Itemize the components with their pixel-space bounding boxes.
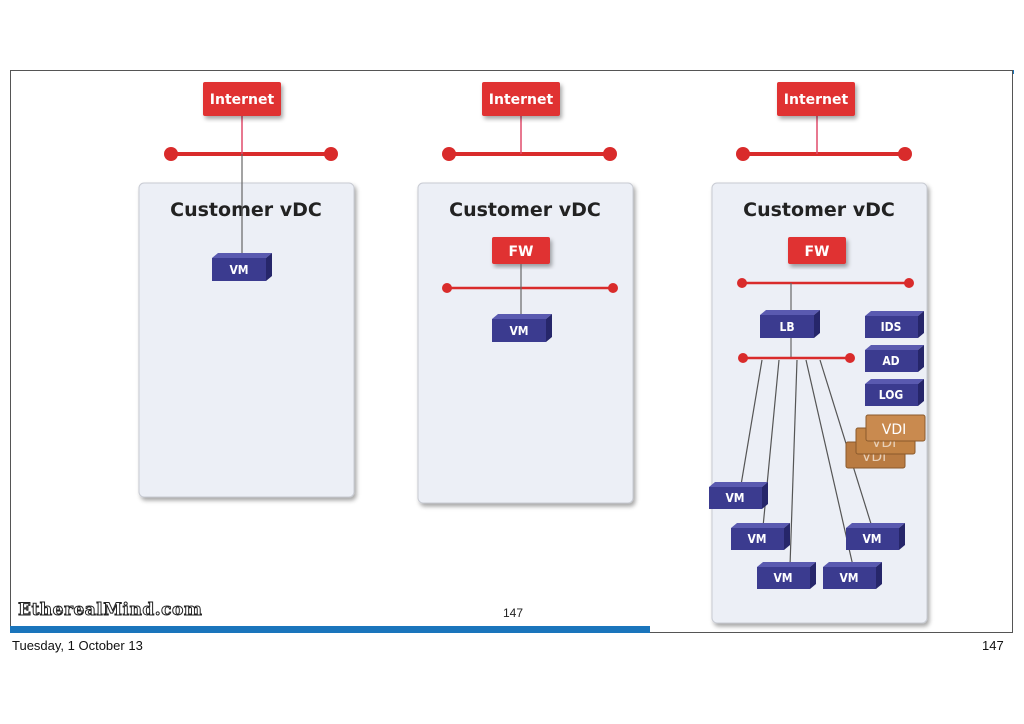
segment-endpoint [442, 283, 452, 293]
segment-endpoint [164, 147, 178, 161]
fw-box [788, 237, 846, 264]
log-label: LOG [879, 388, 904, 402]
vm-label: VM [509, 324, 528, 338]
segment-endpoint [442, 147, 456, 161]
panel-3: Customer vDC Internet FW LB [709, 82, 928, 624]
vm-node: VM [823, 562, 882, 589]
vdc-container [417, 182, 634, 504]
segment-endpoint [608, 283, 618, 293]
segment-endpoint [738, 353, 748, 363]
bottom-accent-bar [10, 626, 650, 633]
vm-label: VM [747, 532, 766, 546]
ids-label: IDS [881, 320, 902, 334]
vm-label: VM [862, 532, 881, 546]
fw-label: FW [508, 244, 533, 260]
internet-box [777, 82, 855, 116]
internet-box [203, 82, 281, 116]
vdc-container [138, 182, 355, 498]
vm-node: VM [846, 523, 905, 550]
ad-label: AD [882, 354, 899, 368]
fw-label: FW [804, 244, 829, 260]
vdc-title: Customer vDC [449, 199, 601, 221]
vm-node: VM [731, 523, 790, 550]
ethereal-mind-logo: EtherealMind.com [17, 600, 203, 621]
vdi-label: VDI [882, 422, 907, 438]
lb-label: LB [779, 320, 794, 334]
internet-label: Internet [489, 92, 554, 108]
segment-endpoint [603, 147, 617, 161]
fw-box [492, 237, 550, 264]
segment-endpoint [904, 278, 914, 288]
internet-box [482, 82, 560, 116]
internet-label: Internet [784, 92, 849, 108]
vm-node: VM [212, 253, 272, 281]
segment-endpoint [898, 147, 912, 161]
print-date: Tuesday, 1 October 13 [12, 638, 143, 653]
segment-endpoint [324, 147, 338, 161]
vm-label: VM [229, 263, 248, 277]
page-number: 147 [982, 638, 1004, 653]
segment-endpoint [845, 353, 855, 363]
vdi-node-front: VDI [865, 414, 926, 442]
vm-node: VM [492, 314, 552, 342]
vdc-title: Customer vDC [170, 199, 322, 221]
panel-1: Customer vDC Internet VM [138, 82, 355, 498]
vdc-container [711, 182, 928, 624]
log-node: LOG [865, 379, 924, 406]
ad-node: AD [865, 345, 924, 372]
slide-number: 147 [503, 606, 524, 620]
vm-label: VM [839, 571, 858, 585]
vm-label: VM [725, 491, 744, 505]
segment-endpoint [736, 147, 750, 161]
ids-node: IDS [865, 311, 924, 338]
vdc-title: Customer vDC [743, 199, 895, 221]
segment-endpoint [737, 278, 747, 288]
vm-label: VM [773, 571, 792, 585]
vm-node: VM [709, 482, 768, 509]
lb-node: LB [760, 310, 820, 338]
panel-2: Customer vDC Internet FW VM [417, 82, 634, 504]
internet-label: Internet [210, 92, 275, 108]
vm-node: VM [757, 562, 816, 589]
